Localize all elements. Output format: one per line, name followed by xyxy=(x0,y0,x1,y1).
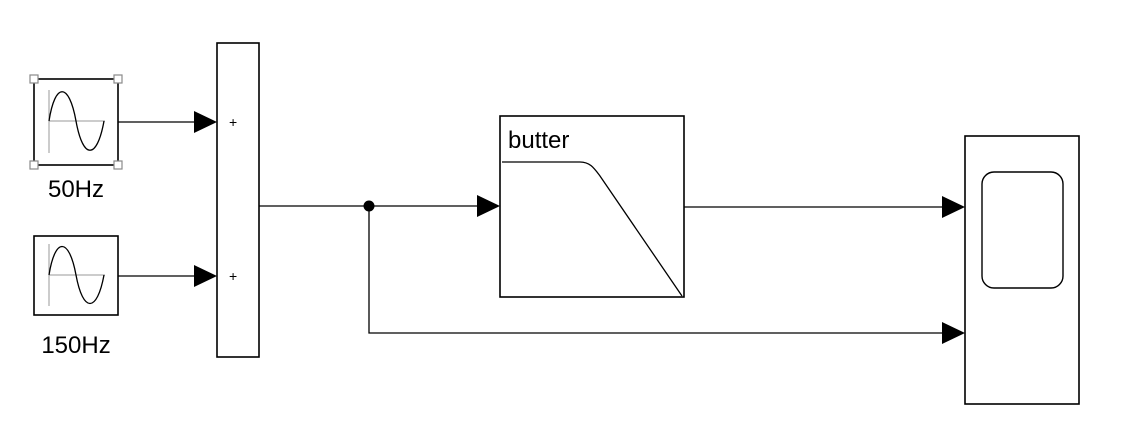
sine-wave-icon xyxy=(48,90,105,153)
butterworth-filter-block[interactable]: butter xyxy=(499,115,685,298)
selection-handle-bottom-left[interactable] xyxy=(29,160,39,170)
selection-handle-bottom-right[interactable] xyxy=(113,160,123,170)
sine-wave-icon xyxy=(48,244,105,306)
selection-handle-top-left[interactable] xyxy=(29,74,39,84)
sine-wave-block-150hz[interactable] xyxy=(33,235,119,316)
sum-port2-sign: + xyxy=(229,268,237,284)
scope-screen-icon xyxy=(981,171,1064,289)
arrow-sum-in2 xyxy=(194,265,217,287)
sine-wave-block-50hz[interactable] xyxy=(29,74,123,170)
arrow-scope-in1 xyxy=(942,196,965,218)
arrow-sum-in1 xyxy=(194,111,217,133)
sum-block[interactable]: + + xyxy=(216,42,260,358)
filter-block-label: butter xyxy=(508,127,569,154)
sum-port1-sign: + xyxy=(229,114,237,130)
sine-wave-label-150hz: 150Hz xyxy=(41,332,110,359)
wire-branch-to-scope[interactable] xyxy=(368,206,944,334)
arrow-scope-in2 xyxy=(942,322,965,344)
arrow-filter-in xyxy=(477,195,500,217)
selection-handle-top-right[interactable] xyxy=(113,74,123,84)
lowpass-response-icon xyxy=(502,161,683,297)
sine-wave-label-50hz: 50Hz xyxy=(48,176,104,203)
scope-block[interactable] xyxy=(964,135,1080,405)
branch-point[interactable] xyxy=(363,200,375,212)
